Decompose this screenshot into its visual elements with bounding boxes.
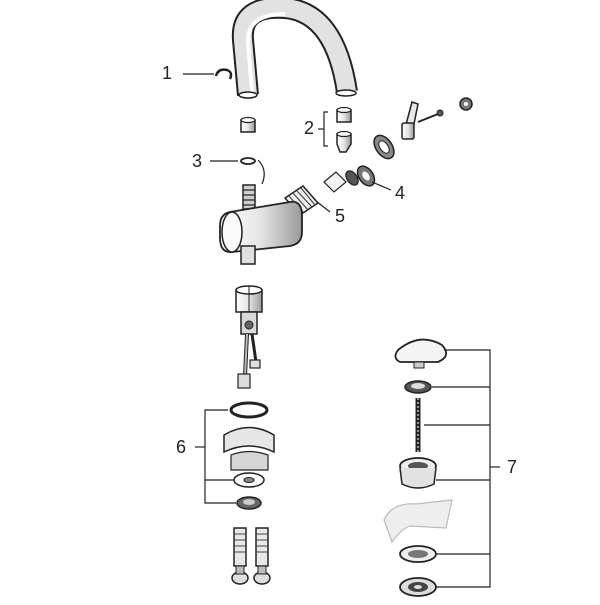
aerator-nut — [240, 116, 256, 133]
mounting-bolts — [231, 527, 271, 585]
faucet-spout — [231, 0, 358, 99]
mounting-shank — [235, 285, 263, 389]
cartridge-nut — [373, 134, 395, 160]
callout-7: 7 — [507, 457, 518, 477]
part-7-drain-assembly — [383, 338, 500, 597]
callout-2: 2 — [304, 118, 315, 138]
faucet-body — [219, 200, 303, 265]
threaded-stud — [242, 184, 256, 210]
callout-6: 6 — [176, 437, 187, 457]
part-3-o-ring — [210, 157, 265, 185]
part-2-aerator — [318, 106, 352, 153]
handle-lever — [401, 97, 473, 140]
part-1-clip — [183, 68, 233, 80]
callout-5: 5 — [335, 206, 346, 226]
callout-4: 4 — [395, 183, 406, 203]
part-6-mounting-kit — [195, 401, 275, 510]
callout-3: 3 — [192, 151, 203, 171]
part-4-washers — [323, 165, 392, 193]
callout-1: 1 — [162, 63, 173, 83]
